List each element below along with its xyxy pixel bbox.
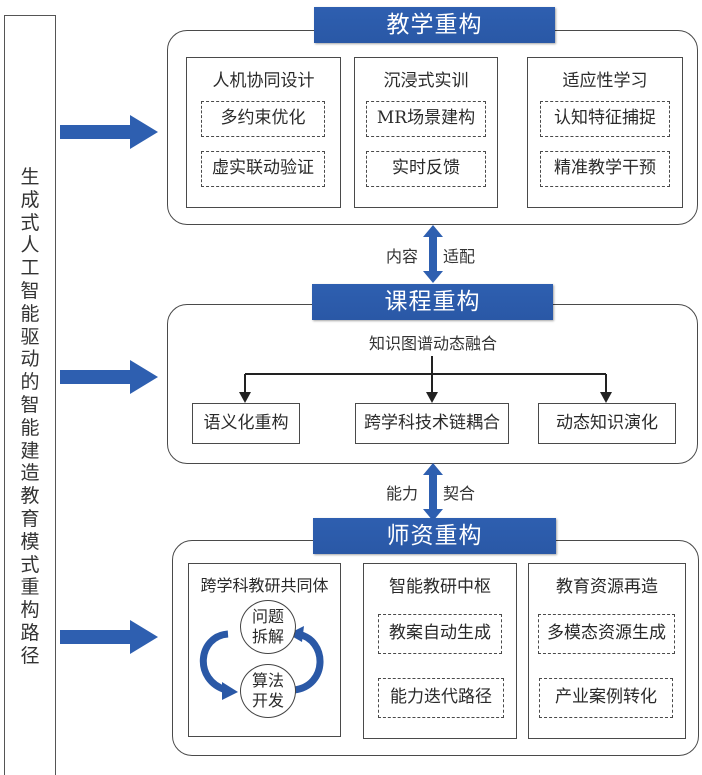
branch-semantic-reconstruction: 语义化重构	[192, 403, 300, 444]
teaching-header: 教学重构	[314, 7, 555, 43]
path-label-char: 径	[20, 644, 40, 667]
path-label-char: 重	[20, 576, 40, 599]
cycle-node-line: 开发	[251, 691, 284, 710]
item-box: MR场景建构	[366, 101, 486, 137]
path-label-char: 的	[20, 371, 40, 394]
column-resource-regeneration: 教育资源再造 多模态资源生成 产业案例转化	[528, 563, 686, 739]
item-box: 虚实联动验证	[201, 151, 325, 187]
curriculum-header: 课程重构	[312, 284, 553, 320]
path-label-char: 路	[20, 621, 40, 644]
item-box: 实时反馈	[366, 151, 486, 187]
item-box: 教案自动生成	[378, 614, 502, 654]
column-title: 人机协同设计	[212, 71, 315, 91]
path-label-box: 生成式人工智能驱动的智能建造教育模式重构路径	[4, 15, 56, 775]
path-label-char: 造	[20, 462, 40, 485]
branch-interdisciplinary-coupling: 跨学科技术链耦合	[355, 403, 509, 444]
arrow-down-icon	[426, 392, 438, 403]
cycle-node-line: 问题	[251, 607, 284, 626]
path-label-char: 建	[20, 439, 40, 462]
path-label-char: 育	[20, 507, 40, 530]
cycle-node-line: 拆解	[251, 627, 284, 646]
column-title: 适应性学习	[562, 71, 648, 91]
item-box: 精准教学干预	[540, 151, 670, 187]
path-label-char: 能	[20, 416, 40, 439]
connector-right-label: 契合	[443, 484, 476, 503]
faculty-header: 师资重构	[313, 518, 556, 554]
arrow-down-icon	[239, 392, 251, 403]
path-label-char: 驱	[20, 325, 40, 348]
path-label-char: 教	[20, 485, 40, 508]
column-immersive-training: 沉浸式实训 MR场景建构 实时反馈	[354, 57, 498, 208]
tree-connector	[239, 356, 612, 403]
path-label-char: 智	[20, 279, 40, 302]
cycle-node-algorithm-development: 算法 开发	[240, 664, 296, 718]
path-label-char: 成	[20, 188, 40, 211]
item-box: 能力迭代路径	[378, 678, 504, 718]
path-label-char: 智	[20, 393, 40, 416]
connector-right-label: 适配	[443, 247, 476, 266]
column-smart-research-hub: 智能教研中枢 教案自动生成 能力迭代路径	[363, 563, 517, 739]
knowledge-graph-root: 知识图谱动态融合	[368, 334, 497, 353]
cycle-node-problem-decomposition: 问题 拆解	[240, 600, 296, 654]
connector-left-label: 内容	[386, 247, 419, 266]
path-label-char: 人	[20, 234, 40, 257]
item-box: 产业案例转化	[539, 678, 673, 718]
column-title: 教育资源再造	[556, 577, 658, 597]
column-title: 智能教研中枢	[389, 577, 491, 597]
item-box: 多模态资源生成	[538, 614, 675, 654]
column-title: 沉浸式实训	[383, 71, 469, 91]
column-adaptive-learning: 适应性学习 认知特征捕捉 精准教学干预	[527, 57, 683, 208]
path-label-char: 生	[20, 166, 40, 188]
path-label-char: 式	[20, 553, 40, 576]
path-label-char: 构	[20, 599, 40, 622]
item-box: 多约束优化	[201, 101, 325, 137]
path-label-char: 动	[20, 348, 40, 371]
arrow-to-curriculum-icon	[60, 360, 158, 394]
path-label-char: 模	[20, 530, 40, 553]
path-label-text: 生成式人工智能驱动的智能建造教育模式重构路径	[5, 166, 55, 668]
column-title: 跨学科教研共同体	[200, 576, 329, 595]
branch-dynamic-knowledge-evolution: 动态知识演化	[538, 403, 676, 444]
path-label-char: 能	[20, 302, 40, 325]
path-label-char: 式	[20, 211, 40, 234]
double-arrow-icon	[423, 225, 443, 283]
double-arrow-icon	[423, 463, 443, 521]
connector-left-label: 能力	[386, 484, 419, 503]
arrow-to-faculty-icon	[60, 620, 158, 654]
path-label-char: 工	[20, 257, 40, 280]
cycle-arrows-icon	[199, 626, 324, 700]
cycle-node-line: 算法	[251, 671, 284, 690]
arrow-down-icon	[600, 392, 612, 403]
column-human-machine-design: 人机协同设计 多约束优化 虚实联动验证	[186, 57, 341, 208]
arrow-to-teaching-icon	[60, 115, 158, 149]
item-box: 认知特征捕捉	[540, 101, 670, 137]
